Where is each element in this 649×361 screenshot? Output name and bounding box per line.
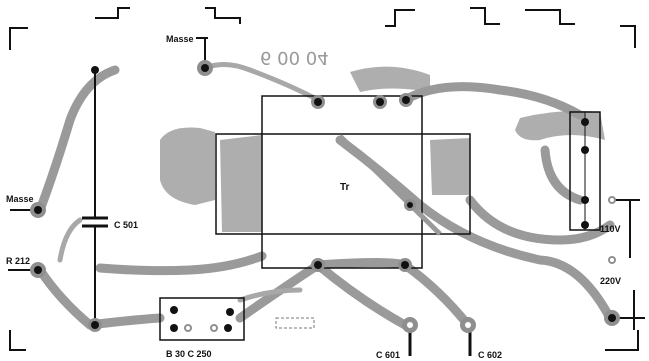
rectifier-b30c250: B 30 C 250 <box>159 297 245 359</box>
pad-selector-4 <box>581 221 589 229</box>
pad-r212 <box>30 262 46 278</box>
component-outline-small <box>275 317 315 329</box>
pad-rect-1 <box>170 306 178 314</box>
voltage-110-label: 110V <box>600 224 621 234</box>
copper-planes <box>160 66 605 232</box>
pad-220v <box>604 310 620 326</box>
masse-top-connector: Masse <box>166 34 208 64</box>
c602-connector: C 602 <box>468 328 502 360</box>
pad-masse-left <box>30 202 46 218</box>
pad-selector-3 <box>581 196 589 204</box>
transformer-core-outline <box>261 95 423 269</box>
rectifier-outline <box>159 297 245 341</box>
pad-tr-diag <box>404 199 416 211</box>
c601-connector: C 601 <box>376 328 412 360</box>
pad-c501-top <box>91 66 99 74</box>
pad-rect-6 <box>210 324 218 332</box>
pad-tr-bottom-right <box>398 258 412 272</box>
c602-label: C 602 <box>478 350 502 360</box>
pad-rect-2 <box>170 324 178 332</box>
mirrored-board-code: 6 00 04 <box>260 47 329 68</box>
r212-label: R 212 <box>6 256 30 266</box>
pad-c601 <box>402 317 418 333</box>
transformer-diagonal <box>338 134 442 236</box>
pad-110v-b <box>608 256 616 264</box>
transformer-label: Tr <box>340 182 350 193</box>
pad-masse-top <box>197 60 213 76</box>
transformer-body-outline <box>215 133 471 235</box>
voltage-220-label: 220V <box>600 276 621 286</box>
pad-rect-4 <box>226 308 234 316</box>
masse-top-label: Masse <box>166 34 194 44</box>
rectifier-label: B 30 C 250 <box>166 349 212 359</box>
pad-c602 <box>460 317 476 333</box>
copper-traces <box>35 62 615 330</box>
pad-selector-1 <box>581 118 589 126</box>
pad-tr-top-left <box>311 95 325 109</box>
capacitor-c501: C 501 <box>82 70 138 325</box>
pad-c501-bottom <box>88 318 102 332</box>
c501-label: C 501 <box>114 220 138 230</box>
solder-pads <box>30 60 620 333</box>
transformer-tr: Tr <box>215 95 471 269</box>
pad-tr-top-right <box>399 93 413 107</box>
registration-marks <box>9 7 639 351</box>
pad-rect-5 <box>224 324 232 332</box>
voltage-selector-block <box>569 111 601 231</box>
pad-tr-bottom-left <box>311 258 325 272</box>
pad-tr-top-mid <box>373 95 387 109</box>
voltage-110-marker: 110V <box>600 199 640 258</box>
pad-110v <box>608 196 616 204</box>
pad-rect-3 <box>184 324 192 332</box>
c601-label: C 601 <box>376 350 400 360</box>
masse-left-label: Masse <box>6 194 34 204</box>
pad-selector-2 <box>581 146 589 154</box>
